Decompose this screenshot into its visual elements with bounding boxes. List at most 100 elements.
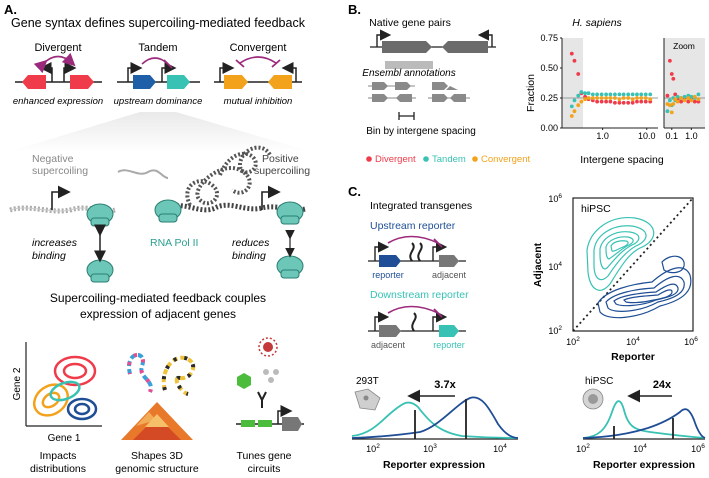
point-tandem — [689, 94, 694, 99]
point-tandem — [617, 92, 622, 97]
point-convergent — [673, 97, 678, 102]
species-title: H. sapiens — [572, 17, 622, 29]
cell-293t-label: 293T — [356, 376, 379, 387]
outcome-3-line2: circuits — [248, 463, 281, 475]
legend-tandem: Tandem — [432, 154, 466, 165]
tandem-gene-downstream — [167, 75, 190, 89]
downstream-label: Downstream reporter — [370, 289, 469, 301]
panel-c-label: C. — [348, 184, 361, 199]
tandem-diagram: Tandem upstream dominance — [114, 42, 203, 107]
convergent-label: Convergent — [230, 42, 287, 54]
xlabel-293t: Reporter expression — [383, 459, 485, 471]
zoom-label: Zoom — [673, 41, 695, 51]
point-divergent — [576, 72, 581, 76]
point-convergent — [604, 96, 609, 100]
y-tick-1e4: 104 — [548, 261, 562, 272]
y-tick-1e2: 102 — [548, 325, 562, 336]
point-divergent — [626, 100, 631, 105]
cell-hipsc-label: hiPSC — [585, 376, 613, 387]
point-tandem — [613, 92, 617, 97]
point-divergent — [617, 100, 622, 105]
increases-label-2: binding — [32, 250, 66, 262]
convergent-gene-right — [268, 75, 292, 89]
point-convergent — [583, 97, 587, 102]
point-tandem — [635, 92, 639, 97]
tandem-caption: upstream dominance — [114, 96, 203, 107]
upstream-label: Upstream reporter — [370, 220, 456, 232]
upstream-adjacent-tag: adjacent — [432, 270, 467, 280]
contour-ylabel: Adjacent — [532, 242, 544, 287]
point-convergent — [689, 98, 694, 103]
point-convergent — [579, 99, 584, 104]
y-tick-label: 0.50 — [540, 63, 558, 73]
point-convergent — [667, 103, 672, 108]
intergene-xlabel: Intergene spacing — [580, 154, 664, 166]
positive-label-1: Positive — [262, 153, 299, 165]
virus-icon — [258, 337, 278, 357]
point-convergent — [617, 97, 622, 102]
upstream-reporter-diagram: Upstream reporter reporter adjacent — [368, 220, 467, 280]
native-pairs-label: Native gene pairs — [369, 17, 451, 29]
panel-a: A. Gene syntax defines supercoiling-medi… — [4, 2, 312, 475]
point-divergent — [692, 99, 697, 104]
point-tandem — [569, 104, 574, 109]
genomic-structure-icon — [121, 352, 196, 440]
fold-293t: 3.7x — [434, 379, 456, 391]
point-tandem — [572, 98, 577, 103]
point-tandem — [586, 91, 591, 96]
point-convergent — [692, 94, 697, 99]
point-convergent — [686, 96, 691, 100]
legend: Divergent Tandem Convergent — [366, 154, 530, 165]
gene1-axis: Gene 1 — [48, 433, 81, 444]
point-tandem — [667, 98, 672, 103]
gene2-axis: Gene 2 — [12, 367, 23, 400]
promoter-arrow-2 — [261, 185, 281, 210]
point-convergent — [696, 97, 701, 102]
point-tandem — [590, 92, 595, 97]
tandem-gene-upstream — [133, 75, 156, 89]
x-tick-label: 0.1 — [666, 131, 679, 141]
downstream-reporter-tag: reporter — [433, 340, 465, 350]
contour-cell-label: hiPSC — [581, 203, 611, 215]
legend-divergent: Divergent — [375, 154, 416, 165]
contour-frame — [572, 197, 694, 332]
point-divergent — [569, 51, 574, 56]
y-tick-label: 0.00 — [540, 123, 558, 133]
outcome-3-line1: Tunes gene — [236, 450, 291, 462]
point-convergent — [569, 114, 574, 118]
downstream-curve-hipsc — [582, 400, 706, 439]
point-tandem — [595, 92, 600, 97]
upstream-contours — [597, 255, 692, 319]
point-divergent — [673, 92, 678, 97]
point-divergent — [630, 100, 635, 105]
point-convergent — [630, 97, 635, 102]
svg-text:103: 103 — [423, 443, 437, 454]
point-convergent — [643, 96, 648, 100]
divergent-gene-right — [70, 75, 94, 89]
plectoneme-1 — [185, 166, 252, 206]
summary-line-1: Supercoiling-mediated feedback couples — [50, 291, 266, 305]
outcome-1-line2: distributions — [30, 463, 86, 475]
point-convergent — [626, 96, 631, 100]
point-tandem — [583, 91, 587, 96]
point-divergent — [608, 99, 613, 104]
point-tandem — [682, 94, 687, 99]
point-convergent — [608, 96, 613, 100]
svg-text:102: 102 — [576, 443, 590, 454]
point-convergent — [671, 102, 676, 106]
x-tick-1e2: 102 — [566, 336, 580, 347]
small-molecule-icon — [237, 373, 251, 389]
zoom-wedge — [8, 112, 312, 152]
y-tick-1e6: 106 — [548, 193, 562, 204]
reduces-label-2: binding — [232, 250, 266, 262]
point-divergent — [599, 99, 604, 104]
point-tandem — [643, 92, 648, 97]
point-divergent — [635, 99, 639, 104]
point-tandem — [621, 92, 626, 97]
downstream-reporter-diagram: Downstream reporter adjacent reporter — [368, 289, 469, 350]
downstream-curve-293t — [351, 401, 519, 439]
point-convergent — [682, 98, 687, 103]
xlabel-hipsc: Reporter expression — [593, 459, 695, 471]
